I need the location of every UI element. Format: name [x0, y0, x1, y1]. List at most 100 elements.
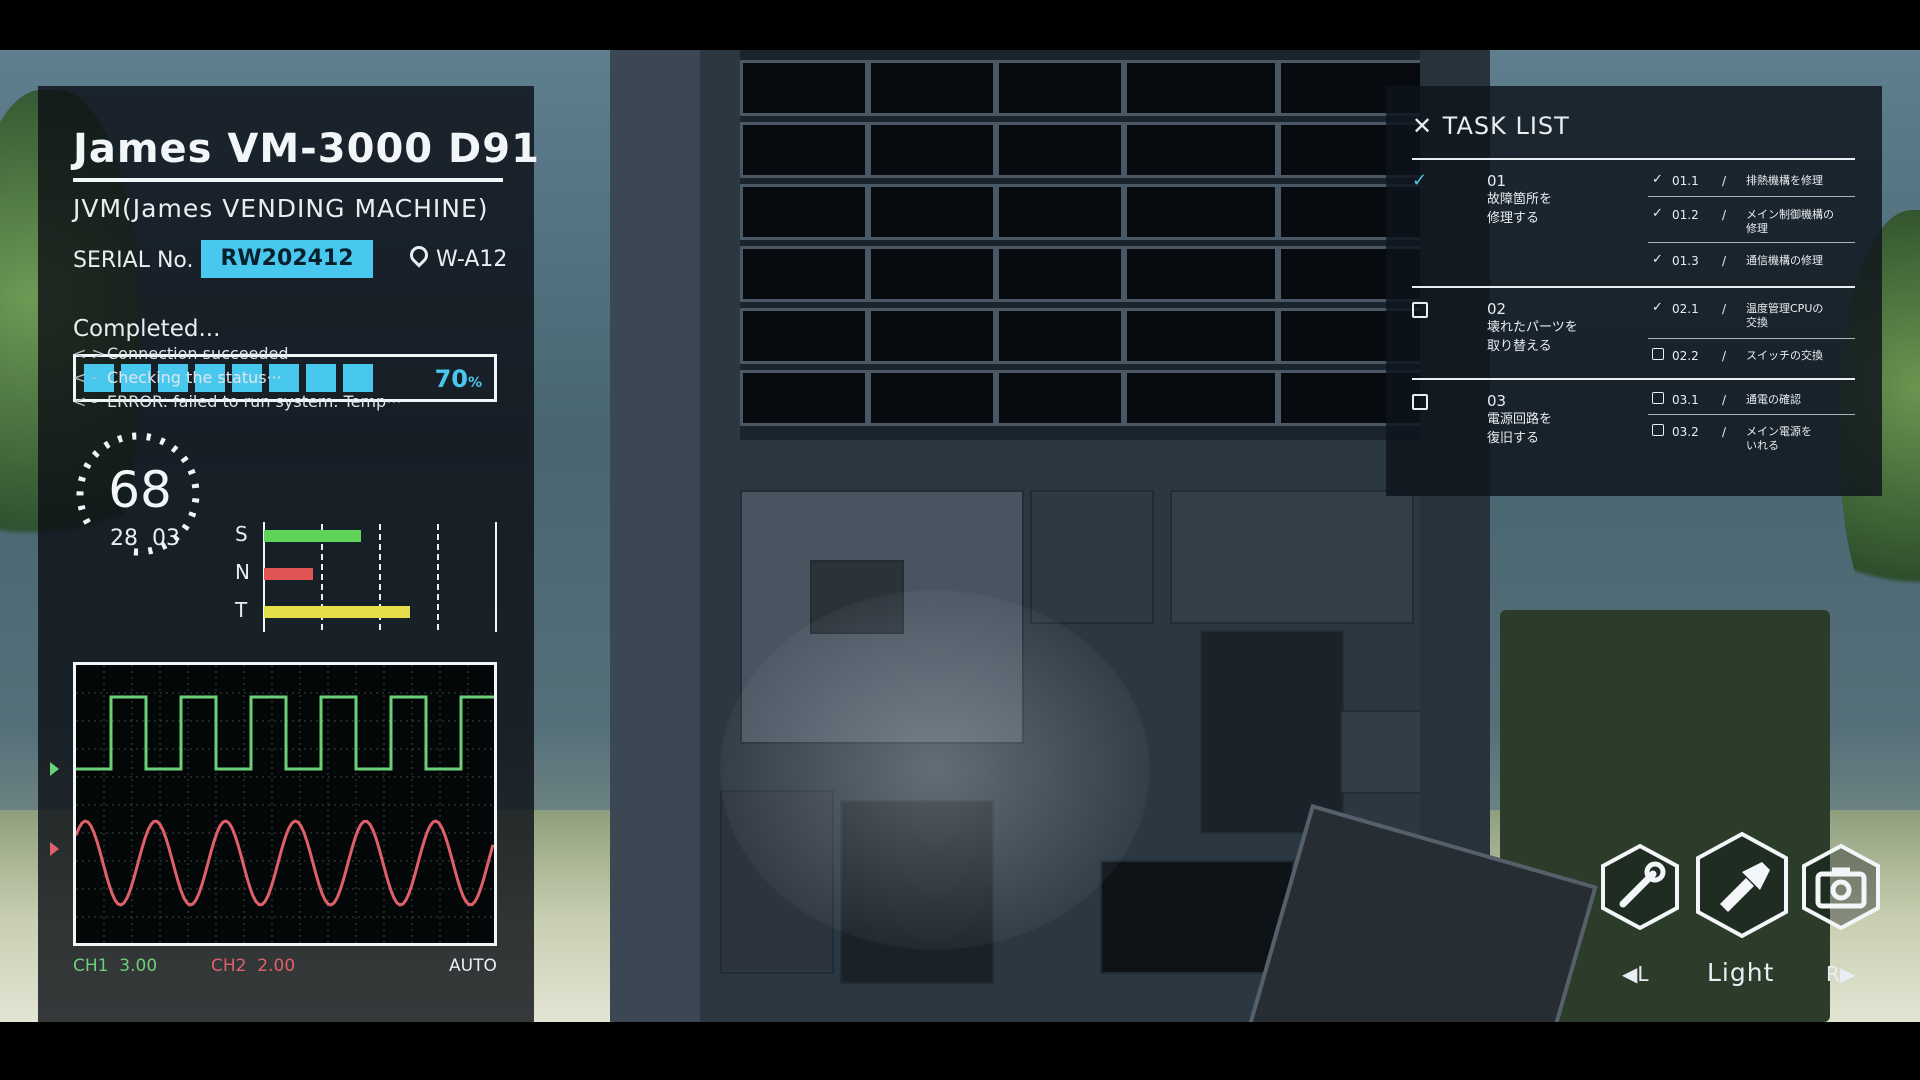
- vent-grid[interactable]: [1200, 630, 1344, 834]
- ch2-sine-wave: [76, 819, 494, 907]
- gauge-tick: [181, 523, 190, 531]
- slash-separator: /: [1722, 208, 1727, 222]
- snt-gridline: [379, 524, 381, 630]
- camera-icon: [1815, 867, 1867, 909]
- check-icon: ✓: [1412, 170, 1428, 191]
- product-slot: [996, 246, 1124, 302]
- ch1-label: CH1: [73, 956, 109, 976]
- product-slot: [1124, 122, 1278, 178]
- subtask-01-1-check-icon: ✓: [1652, 172, 1663, 187]
- next-tool-button[interactable]: R▶: [1826, 962, 1856, 986]
- log-line: < -Checking the status···: [73, 368, 282, 387]
- log-line: < >Connection succeeded: [73, 344, 289, 363]
- switch-block[interactable]: [1030, 490, 1154, 624]
- product-slot: [868, 370, 996, 426]
- product-slot: [868, 122, 996, 178]
- snt-bar-t: [264, 606, 411, 618]
- location-readout: W-A12: [406, 242, 508, 272]
- progress-fill: [84, 364, 373, 392]
- subtask-02-2-name: スイッチの交換: [1746, 349, 1823, 362]
- location-code: W-A12: [436, 247, 508, 272]
- gauge-tick: [82, 517, 91, 525]
- ch2-marker-icon: [50, 842, 59, 856]
- product-slot: [740, 308, 868, 364]
- oscilloscope-screen: [76, 665, 494, 943]
- gauge-tick: [83, 462, 92, 470]
- heat-sink[interactable]: [840, 800, 994, 984]
- gauge-tick: [146, 433, 152, 441]
- subtask-01-1-name: 排熱機構を修理: [1746, 174, 1823, 187]
- subtask-01-3-name: 通信機構の修理: [1746, 254, 1823, 267]
- product-slot: [868, 184, 996, 240]
- product-slot: [1124, 60, 1278, 116]
- gauge-tick: [172, 533, 180, 542]
- camera-tool-button[interactable]: [1796, 842, 1886, 932]
- prev-tool-button[interactable]: ◀L: [1622, 962, 1649, 986]
- task-01-status[interactable]: ✓: [1412, 170, 1427, 191]
- subtask-03-2-number: 03.2: [1672, 425, 1699, 439]
- product-slot: [740, 246, 868, 302]
- progress-percent-unit: %: [467, 375, 482, 391]
- log-arrow: < -: [73, 392, 98, 411]
- task-divider: [1412, 158, 1855, 160]
- relay-module[interactable]: [1340, 710, 1424, 794]
- toggle-switches[interactable]: [720, 790, 834, 974]
- subtask-divider: [1648, 338, 1855, 339]
- log-line: < -ERROR: failed to run system. Temp···: [73, 392, 401, 411]
- ch2-value: 2.00: [257, 956, 296, 976]
- machine-subtitle: JVM(James VENDING MACHINE): [73, 194, 489, 223]
- product-slot: [1124, 246, 1278, 302]
- gauge-sub-right: 03: [152, 526, 180, 551]
- title-underline: [73, 178, 503, 182]
- task-02-name: 壊れたパーツを 取り替える: [1487, 320, 1578, 354]
- subtask-02-1-name: 温度管理CPUの 交換: [1746, 302, 1824, 329]
- gauge-tick: [147, 546, 154, 555]
- subtask-01-1-number: 01.1: [1672, 174, 1699, 188]
- gauge-tick: [78, 476, 86, 482]
- subtask-01-2-name: メイン制御機構の 修理: [1746, 208, 1834, 235]
- log-text: Checking the status···: [107, 368, 282, 387]
- subtask-divider: [1648, 414, 1855, 415]
- task-03-name: 電源回路を 復旧する: [1487, 412, 1553, 446]
- snt-bar-n: [264, 568, 313, 580]
- gauge-tick: [170, 444, 179, 453]
- task-list-header: ✕ TASK LIST: [1412, 112, 1570, 140]
- progress-cell: [158, 364, 188, 392]
- subtask-03-2-checkbox-icon: [1652, 424, 1664, 440]
- product-slot: [740, 370, 868, 426]
- task-02-status[interactable]: [1412, 302, 1428, 323]
- subtask-03-1-name: 通電の確認: [1746, 393, 1801, 406]
- flashlight-tool-button[interactable]: [1690, 830, 1794, 940]
- serial-number-badge: RW202412: [201, 240, 373, 278]
- subtask-02-1-check-icon: ✓: [1652, 300, 1663, 315]
- product-slot: [996, 308, 1124, 364]
- ch1-marker-icon: [50, 762, 59, 776]
- subtask-divider: [1648, 196, 1855, 197]
- wrench-icon: [1619, 861, 1666, 908]
- task-03-number: 03: [1487, 392, 1507, 410]
- gauge-tick: [188, 511, 197, 518]
- machine-status-panel: James VM-3000 D91 JVM(James VENDING MACH…: [38, 86, 539, 1022]
- slash-separator: /: [1722, 425, 1727, 439]
- wrench-tool-button[interactable]: [1595, 842, 1685, 932]
- task-list-title: TASK LIST: [1442, 112, 1570, 140]
- gauge-sub-left: 28: [110, 526, 138, 551]
- snt-axis-end: [495, 522, 497, 632]
- snt-bar-s: [264, 530, 362, 542]
- product-slot: [868, 60, 996, 116]
- led-panel[interactable]: [1170, 490, 1414, 624]
- chip[interactable]: [810, 560, 904, 634]
- product-slot: [740, 60, 868, 116]
- prev-tool-label: L: [1637, 962, 1649, 986]
- readout-display[interactable]: [1100, 860, 1294, 974]
- ch2-label: CH2: [211, 956, 247, 976]
- next-tool-label: R: [1826, 962, 1840, 986]
- serial-label: SERIAL No.: [73, 248, 194, 273]
- product-slot: [996, 370, 1124, 426]
- subtask-02-2-number: 02.2: [1672, 349, 1699, 363]
- cross-icon: ✕: [1412, 112, 1434, 140]
- log-text: Connection succeeded: [107, 344, 289, 363]
- progress-cell: [232, 364, 262, 392]
- task-03-status[interactable]: [1412, 394, 1428, 415]
- snt-gridline: [321, 524, 323, 630]
